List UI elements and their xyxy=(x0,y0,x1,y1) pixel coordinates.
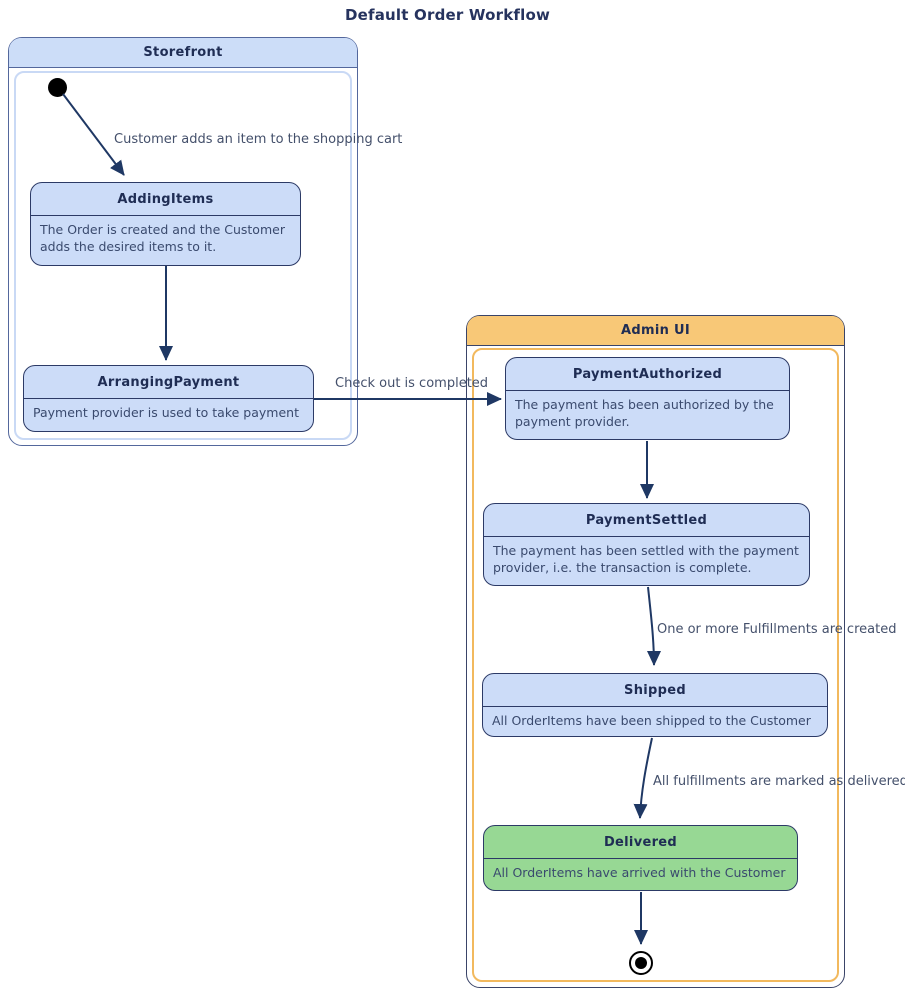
state-delivered-title: Delivered xyxy=(603,834,678,850)
transition-label-settled-to-shipped: One or more Fulfillments are created xyxy=(657,622,897,637)
state-payment-authorized-title: PaymentAuthorized xyxy=(572,366,723,382)
state-arranging-payment-title: ArrangingPayment xyxy=(97,374,240,390)
state-shipped-description: All OrderItems have been shipped to the … xyxy=(483,706,827,733)
admin-ui-label: Admin UI xyxy=(621,323,690,338)
diagram-title: Default Order Workflow xyxy=(344,6,551,24)
state-payment-authorized-description: The payment has been authorized by the p… xyxy=(506,390,789,434)
state-arranging-payment-description: Payment provider is used to take payment xyxy=(24,398,313,425)
transition-label-start-to-adding-items: Customer adds an item to the shopping ca… xyxy=(114,132,403,147)
state-shipped: Shipped All OrderItems have been shipped… xyxy=(482,673,828,737)
state-shipped-title: Shipped xyxy=(624,682,686,698)
final-state xyxy=(629,951,653,975)
state-payment-authorized: PaymentAuthorized The payment has been a… xyxy=(505,357,790,440)
storefront-header: Storefront xyxy=(9,38,357,68)
state-delivered: Delivered All OrderItems have arrived wi… xyxy=(483,825,798,891)
state-payment-settled: PaymentSettled The payment has been sett… xyxy=(483,503,810,586)
state-delivered-description: All OrderItems have arrived with the Cus… xyxy=(484,858,797,885)
transition-label-shipped-to-delivered: All fulfillments are marked as delivered xyxy=(653,774,905,789)
state-adding-items-description: The Order is created and the Customer ad… xyxy=(31,215,300,259)
state-payment-settled-title: PaymentSettled xyxy=(585,512,708,528)
initial-state-dot xyxy=(48,78,67,97)
state-arranging-payment: ArrangingPayment Payment provider is use… xyxy=(23,365,314,432)
state-adding-items-title: AddingItems xyxy=(117,191,214,207)
final-state-dot xyxy=(635,957,647,969)
state-adding-items: AddingItems The Order is created and the… xyxy=(30,182,301,266)
state-payment-settled-description: The payment has been settled with the pa… xyxy=(484,536,809,580)
admin-ui-header: Admin UI xyxy=(467,316,844,346)
transition-label-arranging-to-authorized: Check out is completed xyxy=(335,376,489,391)
storefront-label: Storefront xyxy=(143,45,223,60)
